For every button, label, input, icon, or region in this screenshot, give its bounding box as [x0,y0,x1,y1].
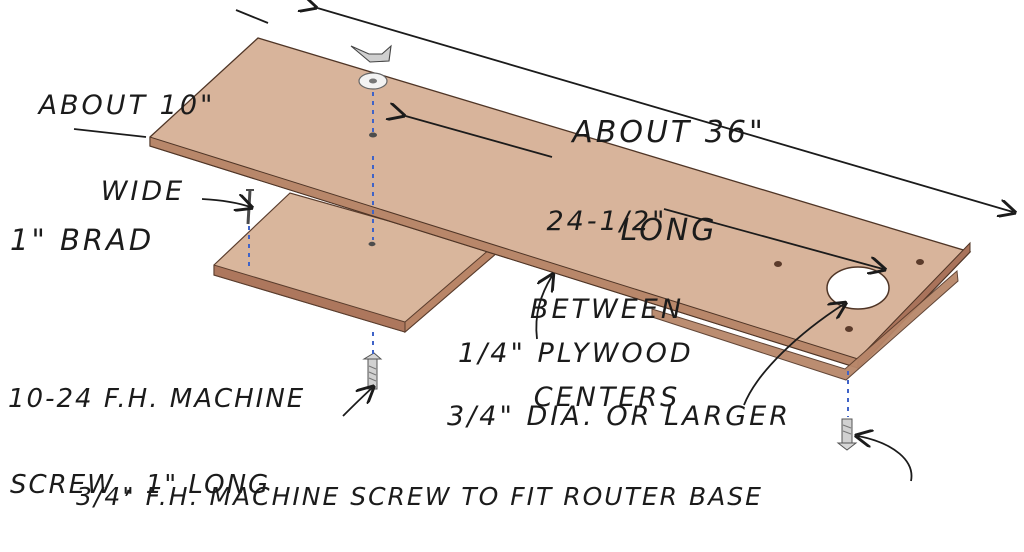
router-mount-hole [774,261,782,267]
spacing-label-line2: BETWEEN [529,294,685,325]
machine-screw-label: 10-24 F.H. MACHINE SCREW , 1" LONG [8,334,305,550]
center-span-left [402,115,553,158]
length-dimension-line [314,7,1013,212]
plywood-label: 1/4" PLYWOOD [458,338,694,369]
spacing-label: 24-1/2" BETWEEN CENTERS [514,154,700,465]
hole-label: 3/4" DIA. OR LARGER [447,401,791,432]
plywood-leader [535,276,552,340]
router-screw-label: 3/4" F.H. MACHINE SCREW TO FIT ROUTER BA… [76,482,763,511]
diagram-svg [73,0,1024,482]
router-screw-leader [858,436,913,482]
width-label: ABOUT 10" WIDE [32,38,222,259]
lower-pivot-hole [368,241,376,247]
width-top-extension [235,9,269,24]
width-label-line1: ABOUT 10" [38,90,216,121]
spacing-label-line3: CENTERS [533,382,681,413]
lower-board [213,192,500,334]
brad-label: 1" BRAD [10,223,155,257]
bit-clearance-hole [826,266,890,310]
length-label: ABOUT 36" LONG [544,58,794,306]
length-label-line2: LONG [620,213,718,248]
machine-screw-label-line2: SCREW , 1" LONG [10,470,271,500]
diagram-stage: ABOUT 10" WIDE ABOUT 36" LONG 24-1/2" BE… [8,0,1024,511]
brad-leader [201,199,250,207]
router-mount-hole [916,259,924,265]
wing-nut-icon [350,44,392,63]
hole-leader [743,304,844,406]
spacing-label-line1: 24-1/2" [546,206,668,237]
router-mount-hole [845,326,853,332]
width-bottom-extension [73,128,147,138]
pivot-hole [369,132,377,138]
screw-leader [342,388,372,417]
dimension-lines [73,7,1013,482]
center-span-right [663,208,883,269]
length-label-line1: ABOUT 36" [572,115,766,150]
router-screw-icon [836,418,858,451]
machine-screw-icon [362,352,383,390]
washer-hole [369,78,377,84]
machine-screw-label-line1: 10-24 F.H. MACHINE [8,384,306,414]
width-label-line2: WIDE [100,176,186,207]
